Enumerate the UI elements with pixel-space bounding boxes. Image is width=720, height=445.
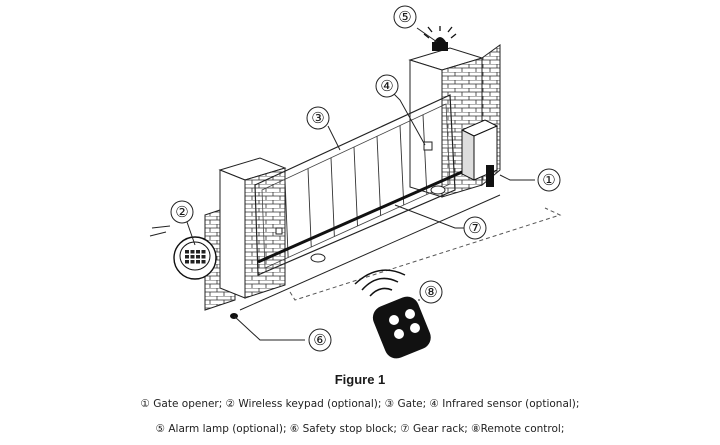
caption-line-1: ① Gate opener; ② Wireless keypad (option… — [140, 398, 580, 410]
gate — [254, 94, 456, 276]
callout-2: ② — [170, 200, 194, 224]
caption-line-2: ⑤ Alarm lamp (optional); ⑥ Safety stop b… — [155, 423, 565, 435]
keypad-key — [196, 260, 200, 264]
keypad-key — [190, 260, 195, 264]
callout-5-label: ⑤ — [398, 8, 411, 26]
keypad-key — [201, 260, 206, 264]
figure-title: Figure 1 — [334, 372, 386, 387]
gate-bar — [376, 136, 382, 216]
gate-bar — [330, 157, 335, 237]
callout-3: ③ — [306, 106, 330, 130]
callout-4-label: ④ — [380, 77, 393, 95]
callout-2-label: ② — [175, 203, 188, 221]
keypad-key — [196, 250, 200, 254]
callout-4: ④ — [375, 74, 399, 98]
gate-bar — [399, 125, 405, 206]
remote-control-icon — [354, 269, 431, 359]
gate-bar — [353, 146, 358, 227]
callout-8-label: ⑧ — [424, 283, 437, 301]
callout-7-label: ⑦ — [468, 219, 481, 237]
keypad-key — [190, 250, 195, 254]
keypad-key — [185, 255, 189, 259]
callout-6: ⑥ — [308, 328, 332, 352]
gate-bar — [422, 114, 428, 195]
callout-1-label: ① — [542, 171, 555, 189]
keypad-key — [196, 255, 200, 259]
callout-5: ⑤ — [393, 5, 417, 29]
gate-opener — [460, 119, 499, 187]
ground-track — [239, 194, 562, 311]
callout-1: ① — [537, 168, 561, 192]
keypad-key — [201, 255, 206, 259]
infrared-sensor — [275, 141, 433, 235]
keypad-key — [185, 250, 189, 254]
callout-6-label: ⑥ — [313, 331, 326, 349]
keypad-key — [190, 255, 195, 259]
callout-3-label: ③ — [311, 109, 324, 127]
callout-7: ⑦ — [463, 216, 487, 240]
keypad-key — [185, 260, 189, 264]
wireless-keypad-icon — [149, 225, 217, 280]
left-wall — [204, 157, 287, 311]
callout-8: ⑧ — [419, 280, 443, 304]
keypad-key — [201, 250, 206, 254]
gate-bar — [284, 179, 289, 258]
alarm-lamp-icon — [423, 26, 457, 51]
gear-rack — [257, 170, 463, 264]
gate-bar — [307, 168, 312, 248]
